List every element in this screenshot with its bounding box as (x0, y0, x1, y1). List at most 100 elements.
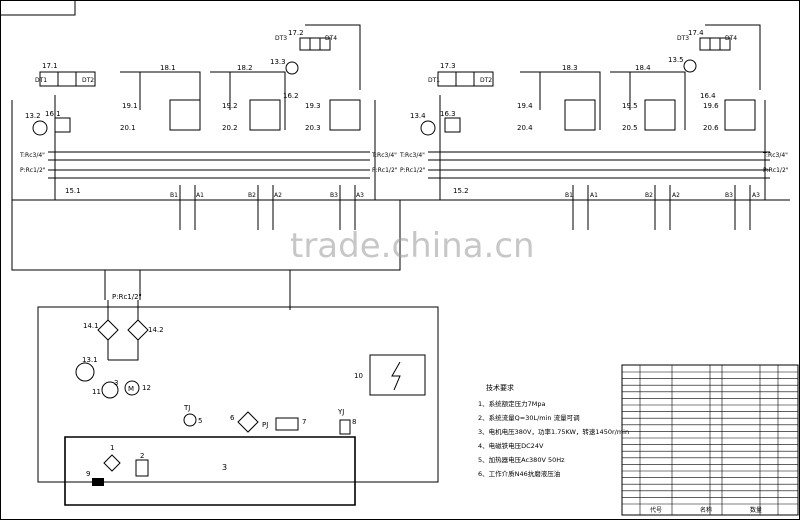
gauge-13-1 (75, 362, 95, 382)
title-corner (0, 0, 76, 16)
label-2: 2 (140, 452, 144, 460)
right-port-t: T:Rc3/4" (399, 152, 425, 159)
label-14-2: 14.2 (148, 326, 164, 334)
table-header-name: 名称 (700, 506, 712, 514)
right-port-p: P:Rc1/2" (400, 167, 426, 174)
right-taps (572, 185, 751, 230)
label-tank-3: 3 (222, 463, 227, 472)
watermark: trade.china.cn (290, 226, 535, 266)
label-16-2: 16.2 (283, 92, 299, 100)
left-dir-valve-2 (299, 37, 331, 51)
label-12: 12 (142, 384, 151, 392)
label-16-1: 16.1 (45, 110, 61, 118)
label-dt2-r: DT2 (480, 77, 492, 84)
left-dir-valve-1 (39, 71, 96, 87)
label-18-3: 18.3 (562, 64, 578, 72)
label-18-1: 18.1 (160, 64, 176, 72)
left-valve-2 (249, 99, 281, 131)
label-13-5: 13.5 (668, 56, 684, 64)
right-port-p-r: P:Rc1/2" (763, 167, 789, 174)
table-header-qty: 数量 (750, 506, 762, 514)
label-17-3: 17.3 (440, 62, 456, 70)
left-port-p: P:Rc1/2" (20, 167, 46, 174)
left-taps (179, 185, 356, 230)
label-13-3: 13.3 (270, 58, 286, 66)
right-valve-16-3 (444, 117, 461, 133)
right-dir-valve-2 (699, 37, 731, 51)
label-15-1: 15.1 (65, 187, 81, 195)
label-8: 8 (352, 418, 356, 426)
breather-2 (135, 459, 149, 477)
table-header-code: 代号 (650, 506, 662, 514)
right-valve-3 (724, 99, 756, 131)
filter-14-1 (97, 319, 119, 341)
technical-notes: 技术要求 1、系统额定压力7Mpa 2、系统流量Q=30L/min 流量可调 3… (478, 383, 629, 478)
left-port-t-r: T:Rc3/4" (371, 152, 397, 159)
label-6: 6 (230, 414, 235, 422)
label-20-3: 20.3 (305, 124, 321, 132)
label-a2-l: A2 (274, 192, 282, 199)
left-gauge-13-3 (285, 61, 299, 75)
thermometer (183, 413, 197, 427)
label-a3-r: A3 (752, 192, 760, 199)
label-19-5: 19.5 (622, 102, 638, 110)
left-port-t: T:Rc3/4" (19, 152, 45, 159)
right-circuit: 17.3 DT1 DT2 18.3 18.4 17.4 DT3 DT4 13.5… (399, 24, 790, 230)
note-3: 3、电机电压380V，功率1.75KW，转速1450r/min (478, 427, 629, 436)
label-dt1-r: DT1 (428, 77, 440, 84)
label-19-2: 19.2 (222, 102, 238, 110)
parts-table: 代号 名称 数量 (621, 364, 799, 516)
label-14-1: 14.1 (83, 322, 99, 330)
label-19-3: 19.3 (305, 102, 321, 110)
label-5: 5 (198, 417, 202, 425)
note-1: 1、系统额定压力7Mpa (478, 399, 546, 408)
label-15-2: 15.2 (453, 187, 469, 195)
label-19-4: 19.4 (517, 102, 533, 110)
left-valve-3 (329, 99, 361, 131)
label-17-4: 17.4 (688, 29, 704, 37)
left-loops (120, 71, 286, 130)
filter-14-2 (127, 319, 149, 341)
oil-tank (64, 436, 356, 506)
power-unit: P:Rc1/2" 14.1 14.2 13.1 M 11 3 12 10 TJ … (37, 293, 439, 506)
label-16-4: 16.4 (700, 92, 716, 100)
left-gauge-13-2 (32, 120, 48, 136)
label-7: 7 (302, 418, 306, 426)
note-2: 2、系统流量Q=30L/min 流量可调 (478, 413, 580, 422)
left-frame (11, 95, 410, 201)
pu-port: P:Rc1/2" (112, 293, 142, 301)
label-dt3-r: DT3 (677, 35, 689, 42)
electrical-box-10 (369, 354, 426, 396)
label-18-2: 18.2 (237, 64, 253, 72)
note-4: 4、电磁铁电压DC24V (478, 441, 544, 450)
label-b3-l: B3 (330, 192, 338, 199)
label-17-1: 17.1 (42, 62, 58, 70)
right-valve-2 (644, 99, 676, 131)
label-19-1: 19.1 (122, 102, 138, 110)
supply-lines (11, 200, 401, 310)
label-11: 11 (92, 388, 101, 396)
label-9: 9 (86, 470, 90, 478)
label-18-4: 18.4 (635, 64, 651, 72)
right-valve-1 (564, 99, 596, 131)
label-dt4-r: DT4 (725, 35, 737, 42)
label-19-6: 19.6 (703, 102, 719, 110)
label-20-2: 20.2 (222, 124, 238, 132)
right-gauge-13-4 (420, 120, 436, 136)
parts-table-rows (622, 365, 798, 515)
label-dt2-l: DT2 (82, 77, 94, 84)
right-gauge-13-5 (683, 59, 697, 73)
power-unit-frame (37, 306, 439, 483)
label-20-1: 20.1 (120, 124, 136, 132)
label-3: 3 (114, 379, 118, 387)
left-circuit: 17.1 DT1 DT2 18.1 18.2 17.2 DT3 DT4 13.3… (11, 24, 410, 230)
right-dir-valve-1 (437, 71, 494, 87)
label-13-1: 13.1 (82, 356, 98, 364)
left-valve-1 (169, 99, 201, 131)
label-b3-r: B3 (725, 192, 733, 199)
label-a1-l: A1 (196, 192, 204, 199)
motor-12 (124, 380, 140, 396)
label-a2-r: A2 (672, 192, 680, 199)
label-13-2: 13.2 (25, 112, 41, 120)
